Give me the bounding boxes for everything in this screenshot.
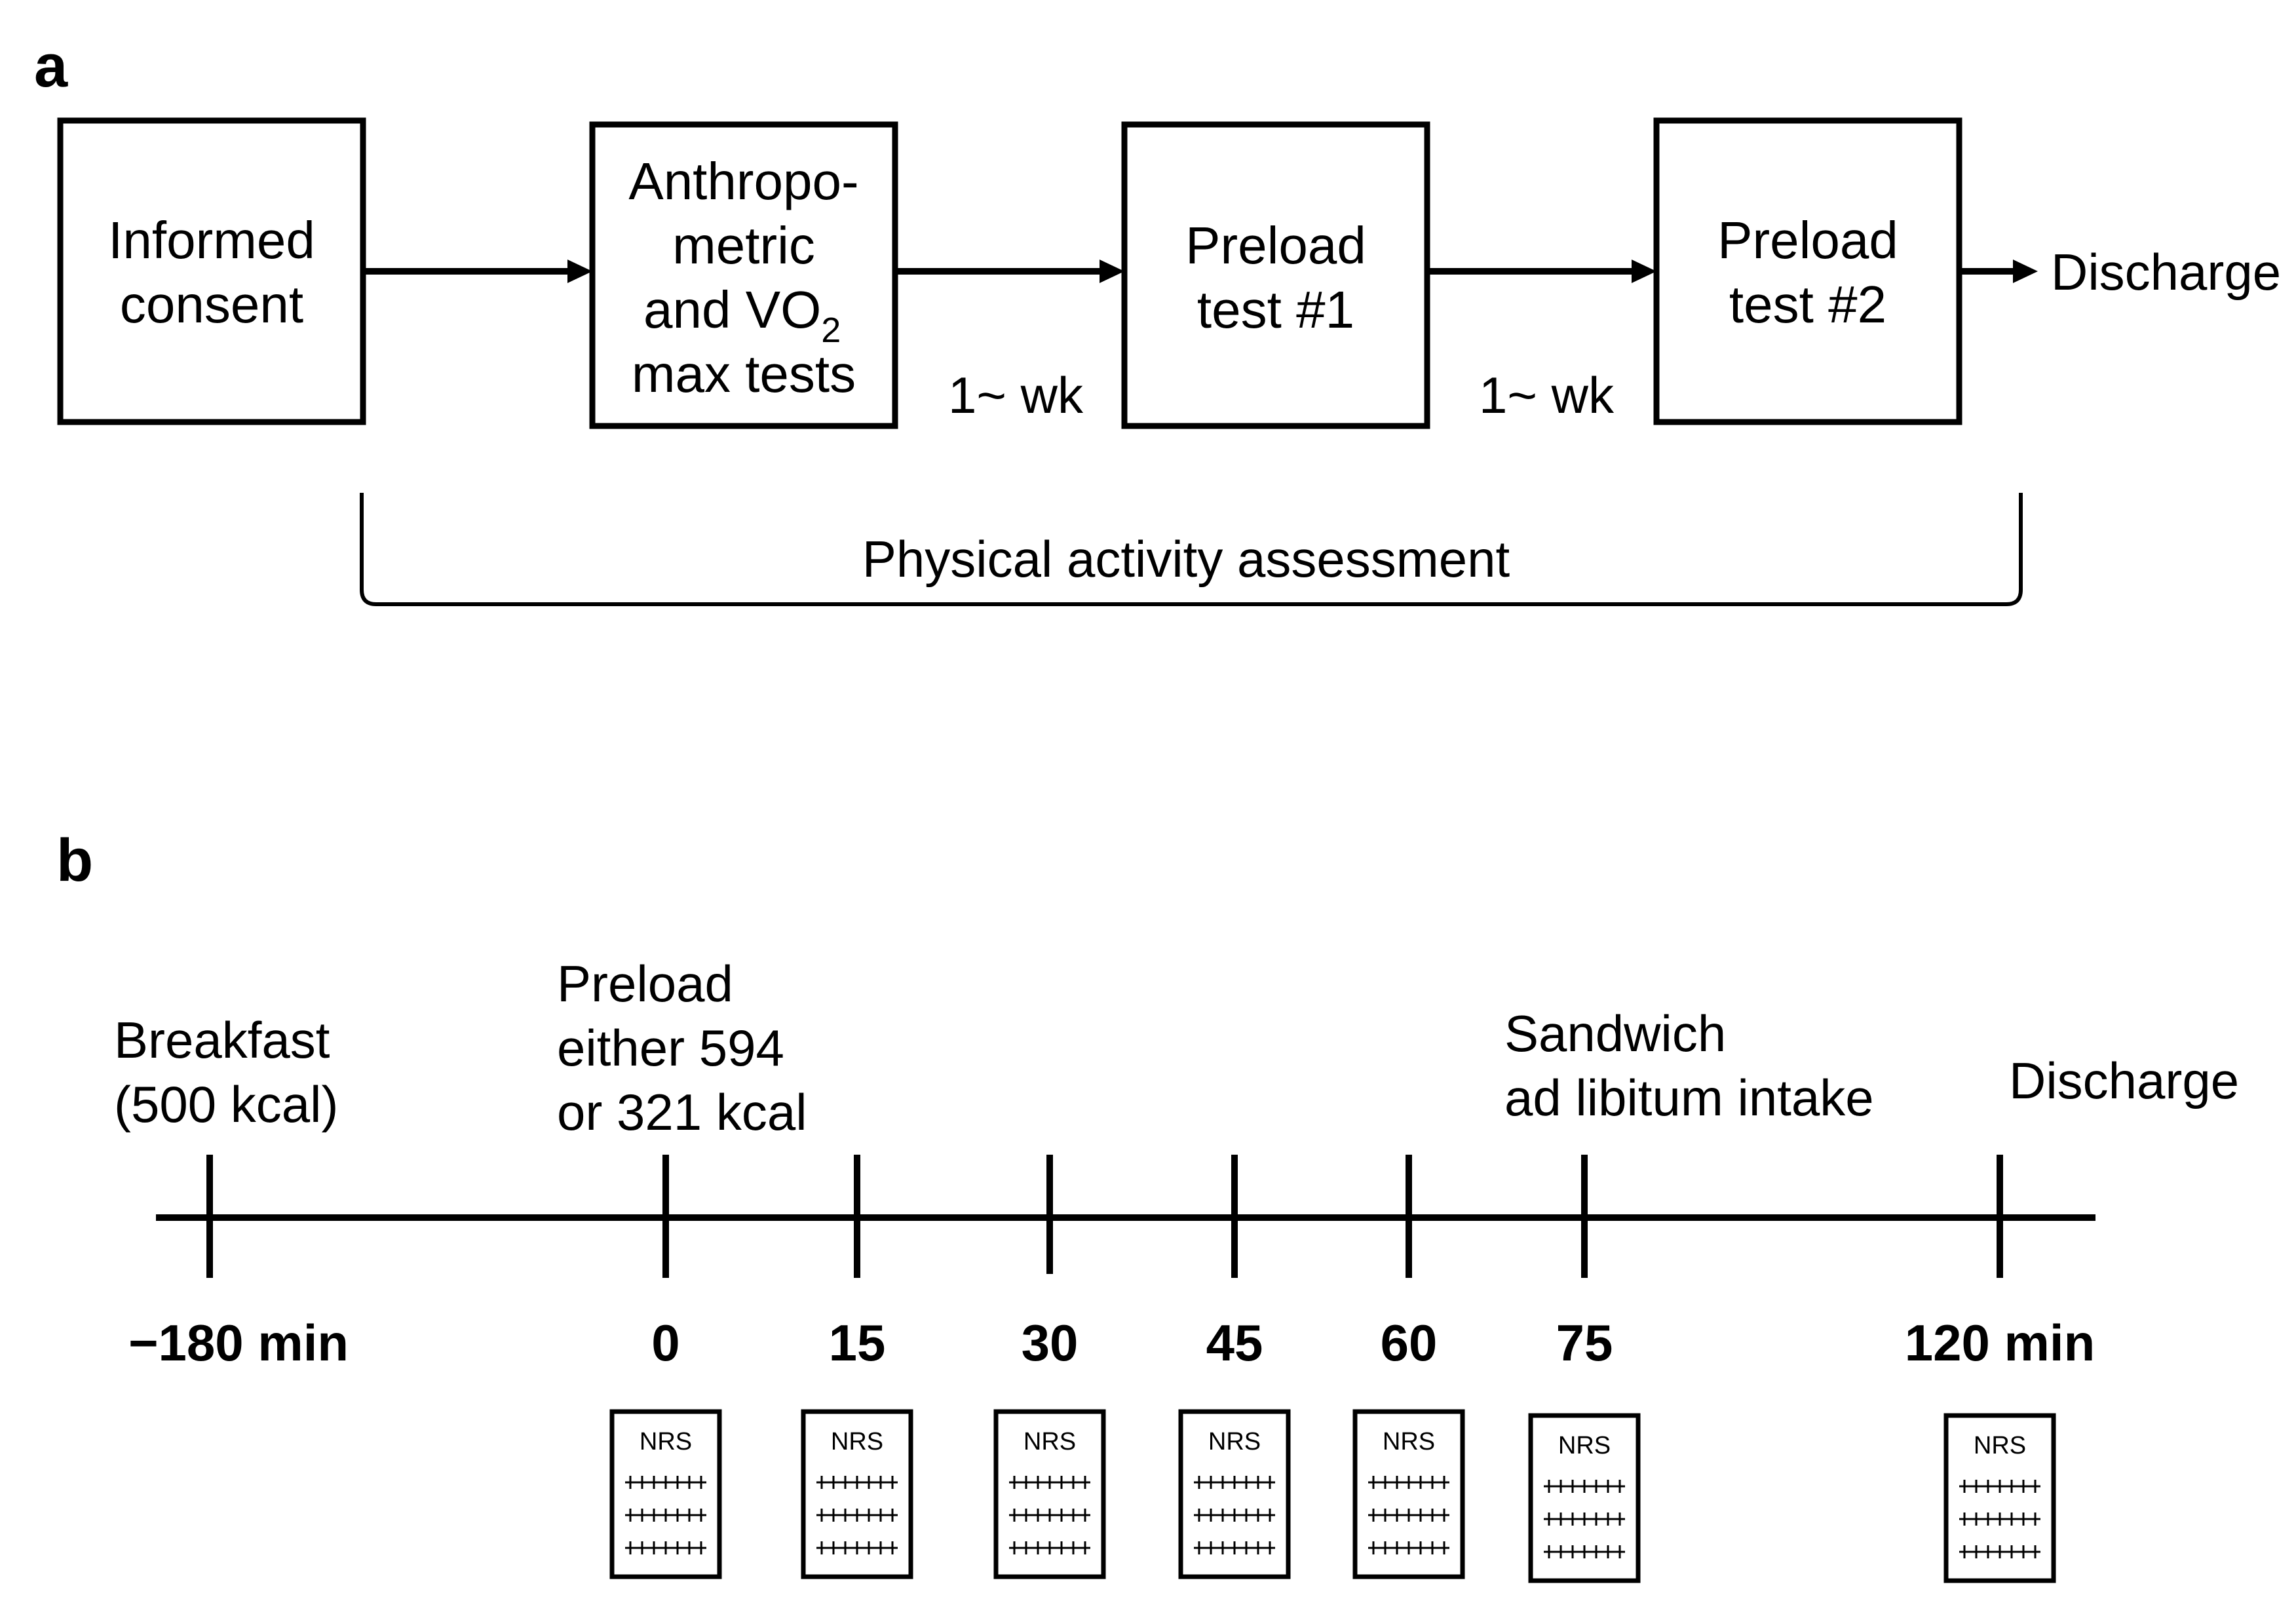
nrs-card: NRS <box>1352 1409 1465 1579</box>
timeline-ticks <box>206 1155 2003 1278</box>
step-box-preload-test-1: Preload test #1 <box>1121 121 1430 429</box>
panel-b: b Breakfast (500 kcal) Preload either 59… <box>56 827 2239 1583</box>
step-box-line: metric <box>672 216 815 275</box>
step-box-line: Informed <box>108 211 315 269</box>
step-box-line: Preload <box>1185 216 1366 275</box>
nrs-card-title: NRS <box>1974 1432 2026 1459</box>
event-label-line: Sandwich <box>1504 1005 1726 1062</box>
interval-label-1: 1~ wk <box>948 366 1084 424</box>
discharge-label-a: Discharge <box>2051 243 2281 301</box>
interval-label-2: 1~ wk <box>1479 366 1615 424</box>
event-discharge: Discharge <box>2009 1052 2239 1109</box>
event-label-line: or 321 kcal <box>557 1083 807 1141</box>
step-box-preload-test-2: Preload test #2 <box>1653 117 1962 425</box>
timeline-tick-label: 60 <box>1381 1314 1438 1372</box>
arrowhead-icon <box>567 260 592 283</box>
bracket-label: Physical activity assessment <box>862 530 1510 588</box>
timeline-tick-label: 45 <box>1206 1314 1263 1372</box>
timeline-tick-labels: −180 min 0 15 30 45 60 75 120 min <box>128 1314 2095 1372</box>
panel-b-label: b <box>56 827 93 894</box>
nrs-card: NRS <box>1943 1413 2056 1583</box>
step-box-line: test #1 <box>1197 280 1354 339</box>
nrs-card-title: NRS <box>640 1428 692 1455</box>
timeline-tick-label: −180 min <box>128 1314 349 1372</box>
flow-arrows <box>363 260 2038 283</box>
event-breakfast: Breakfast (500 kcal) <box>114 1011 338 1133</box>
step-box-line: Preload <box>1717 211 1898 269</box>
nrs-card: NRS <box>801 1409 913 1579</box>
timeline-tick-label: 0 <box>651 1314 679 1372</box>
step-box-line: and VO2 <box>643 280 841 350</box>
event-label-line: (500 kcal) <box>114 1075 338 1133</box>
vo2-subscript: 2 <box>821 311 841 350</box>
event-label-line: either 594 <box>557 1019 784 1077</box>
step-box-informed-consent: Informed consent <box>57 117 366 425</box>
nrs-questionnaires: NRS NRS NRS NRS NRS NRS NRS <box>609 1409 2056 1583</box>
timeline-tick-label: 75 <box>1556 1314 1613 1372</box>
nrs-card-title: NRS <box>831 1428 883 1455</box>
timeline-tick-label: 15 <box>829 1314 886 1372</box>
step-box-line: max tests <box>632 345 856 403</box>
step-box-line: Anthropo- <box>628 152 858 210</box>
event-label-line: Preload <box>557 955 733 1012</box>
step-box-line: test #2 <box>1729 275 1886 334</box>
event-preload: Preload either 594 or 321 kcal <box>557 955 807 1141</box>
arrowhead-icon <box>1632 260 1656 283</box>
nrs-card: NRS <box>993 1409 1106 1579</box>
event-label-line: ad libitum intake <box>1504 1069 1874 1127</box>
nrs-card: NRS <box>1178 1409 1291 1579</box>
event-sandwich: Sandwich ad libitum intake <box>1504 1005 1874 1127</box>
timeline-tick-label: 120 min <box>1905 1314 2095 1372</box>
nrs-card-title: NRS <box>1208 1428 1261 1455</box>
assessment-bracket <box>360 493 2023 606</box>
panel-a-label: a <box>34 33 68 100</box>
arrowhead-icon <box>2013 260 2038 283</box>
nrs-card-title: NRS <box>1383 1428 1435 1455</box>
step-box-anthropometric-vo2max: Anthropo- metric and VO2 max tests <box>589 121 898 429</box>
panel-a: a Informed consent Anthropo- metric and … <box>34 33 2281 606</box>
nrs-card-title: NRS <box>1024 1428 1076 1455</box>
arrowhead-icon <box>1100 260 1124 283</box>
step-box-line: consent <box>120 275 303 334</box>
nrs-card: NRS <box>609 1409 722 1579</box>
timeline-tick-label: 30 <box>1022 1314 1079 1372</box>
event-label-line: Breakfast <box>114 1011 330 1069</box>
nrs-card-title: NRS <box>1558 1432 1611 1459</box>
event-label-line: Discharge <box>2009 1052 2239 1109</box>
nrs-card: NRS <box>1528 1413 1641 1583</box>
